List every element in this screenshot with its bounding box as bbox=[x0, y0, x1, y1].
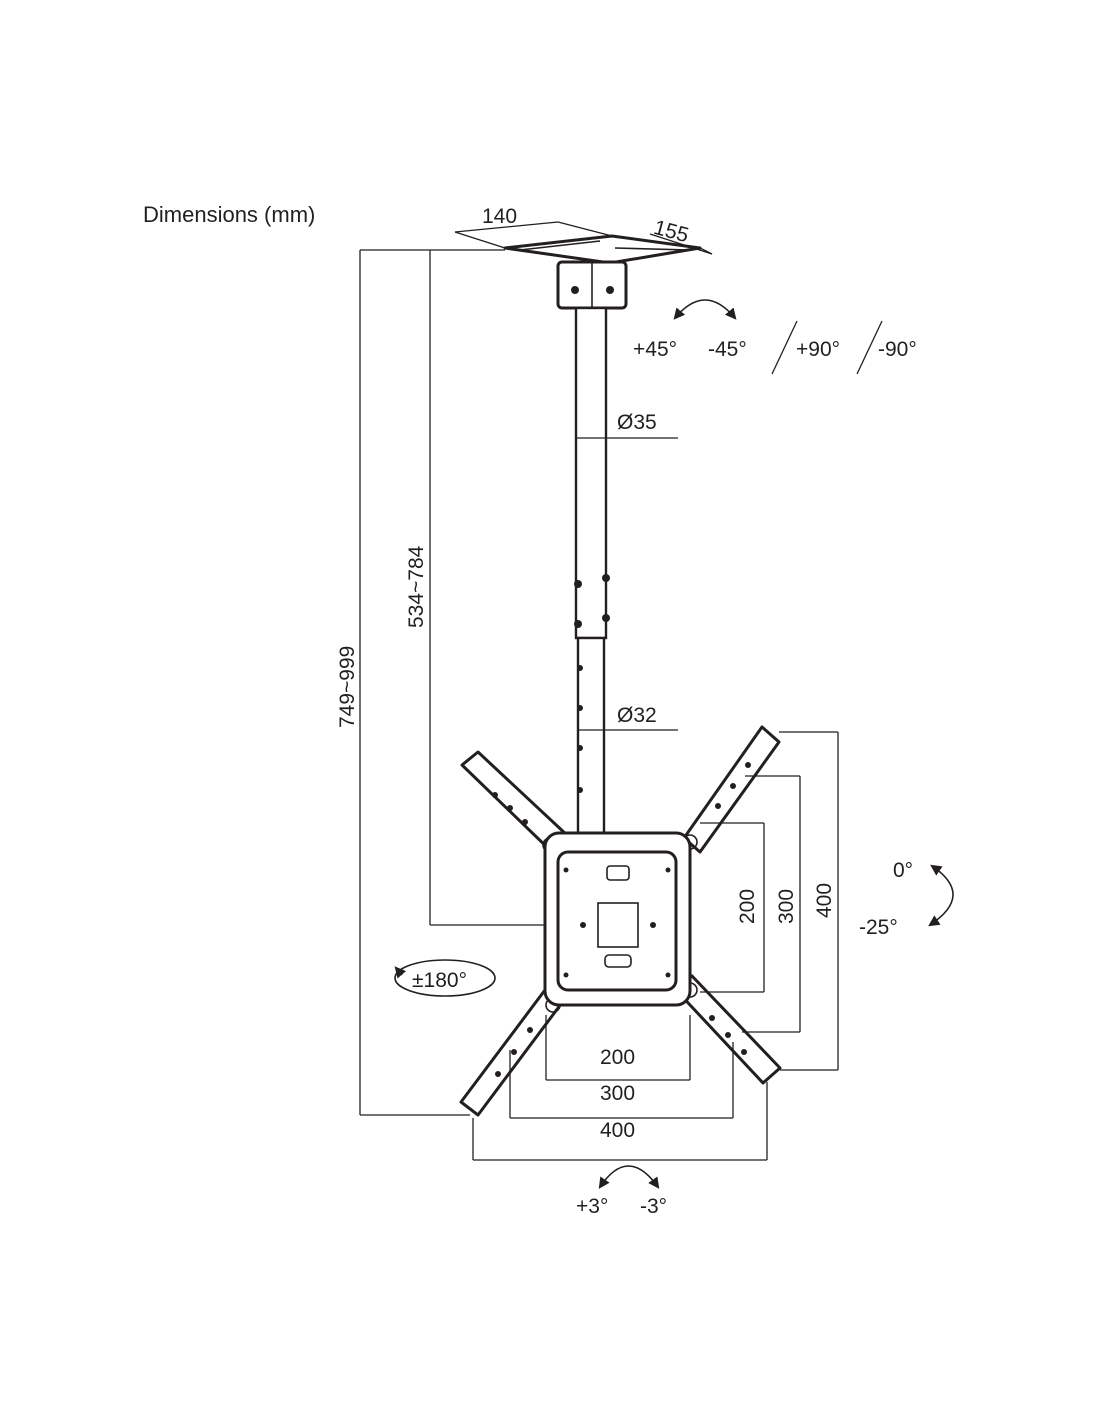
vesa-h-300-label: 300 bbox=[600, 1082, 635, 1105]
lower-tube-diameter: Ø32 bbox=[578, 704, 678, 731]
tilt-plus-label: +45° bbox=[633, 338, 677, 361]
telescopic-pole bbox=[574, 306, 610, 840]
ceiling-plate bbox=[503, 234, 702, 310]
tilt-minus-label: -45° bbox=[708, 338, 747, 361]
vesa-h-200-label: 200 bbox=[600, 1046, 635, 1069]
outer-height-dimension: 749~999 bbox=[336, 249, 470, 1116]
vesa-v-200-label: 200 bbox=[736, 889, 759, 924]
vesa-vertical-dimensions: 200 300 400 bbox=[700, 731, 839, 1071]
top-tilt-indicator: +45° -45° bbox=[633, 299, 747, 361]
upper-tube-diameter-label: Ø35 bbox=[617, 411, 657, 434]
vesa-v-300-label: 300 bbox=[775, 889, 798, 924]
tilt-side-top-label: 0° bbox=[893, 859, 913, 882]
plate-width-label: 140 bbox=[482, 205, 517, 228]
lower-tube-diameter-label: Ø32 bbox=[617, 704, 657, 727]
level-minus-label: -3° bbox=[640, 1195, 667, 1218]
vesa-v-400-label: 400 bbox=[813, 883, 836, 918]
tilt-side-bottom-label: -25° bbox=[859, 916, 898, 939]
inner-height-dimension: 534~784 bbox=[405, 249, 545, 926]
vesa-horizontal-dimensions: 200 300 400 bbox=[472, 1015, 768, 1161]
dimensions-title: Dimensions (mm) bbox=[143, 202, 315, 227]
vesa-h-400-label: 400 bbox=[600, 1119, 635, 1142]
outer-height-label: 749~999 bbox=[336, 646, 359, 728]
swivel-label: ±180° bbox=[412, 969, 467, 992]
rotation-plus-label: +90° bbox=[796, 338, 840, 361]
inner-height-label: 534~784 bbox=[405, 545, 428, 628]
side-tilt-indicator: 0° -25° bbox=[859, 859, 954, 939]
level-plus-label: +3° bbox=[576, 1195, 608, 1218]
plate-width-dimension: 140 bbox=[454, 205, 613, 249]
rotation-minus-label: -90° bbox=[878, 338, 917, 361]
rotation-indicator: +90° -90° bbox=[771, 320, 917, 375]
vesa-arm-top-right bbox=[682, 725, 781, 854]
upper-tube-diameter: Ø35 bbox=[576, 411, 678, 439]
central-mounting-plate bbox=[543, 831, 692, 1007]
level-adjust-indicator: +3° -3° bbox=[576, 1165, 667, 1218]
swivel-indicator: ±180° bbox=[394, 959, 496, 997]
